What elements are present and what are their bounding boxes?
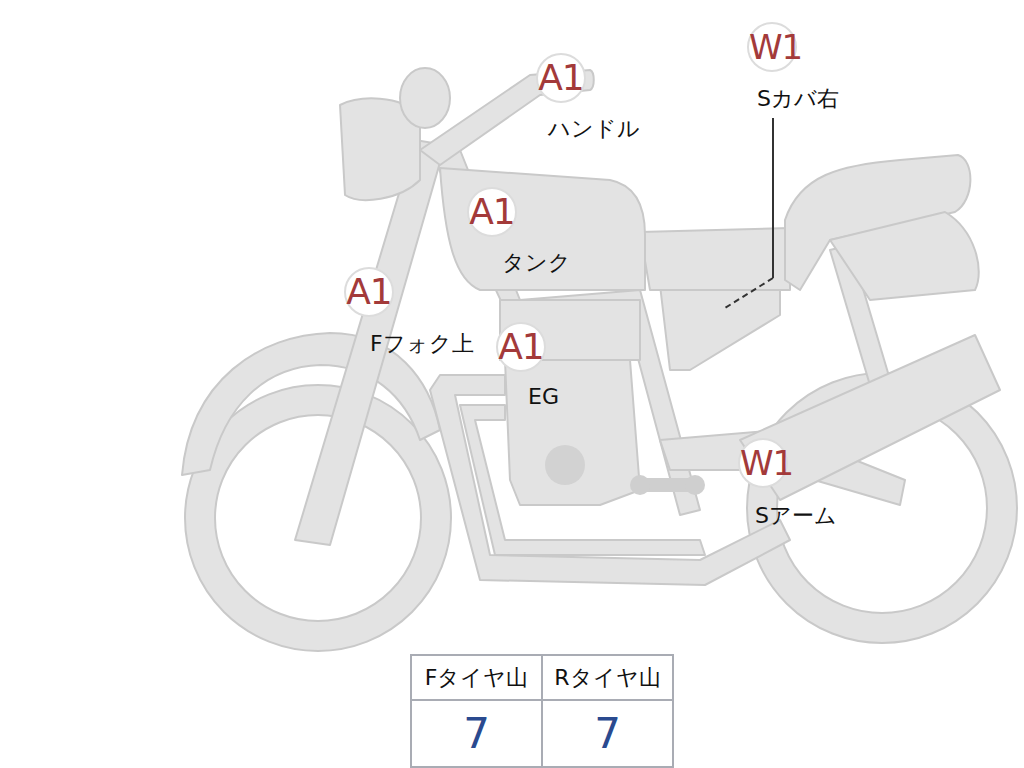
table-header: Rタイヤ山 [542,656,673,700]
tire-table [411,655,673,767]
table-value: 7 [542,701,673,767]
table-value: 7 [411,701,542,767]
callout-circle: A1ハンドル [536,53,586,103]
part-name: タンク [502,248,571,278]
callout-code: A1 [538,55,584,101]
part-name: Sアーム [755,501,837,531]
callout-circle: A1タンク [467,187,517,237]
leader-line [725,278,773,308]
callout-code: W1 [749,24,795,70]
callout-code: A1 [469,189,515,235]
part-name: Fフォク上 [370,329,474,359]
callout-circle: W1Sアーム [738,438,788,488]
callout-circle: W1Sカバ右 [747,22,797,72]
leader-line [772,118,774,278]
part-name: Sカバ右 [757,84,839,114]
part-name: EG [528,384,559,409]
table-header: Fタイヤ山 [411,656,542,700]
callout-circle: A1EG [496,322,546,372]
callout-code: W1 [740,440,786,486]
callout-circle: A1Fフォク上 [344,267,394,317]
callout-code: A1 [498,324,544,370]
part-name: ハンドル [548,114,640,144]
callout-code: A1 [346,269,392,315]
